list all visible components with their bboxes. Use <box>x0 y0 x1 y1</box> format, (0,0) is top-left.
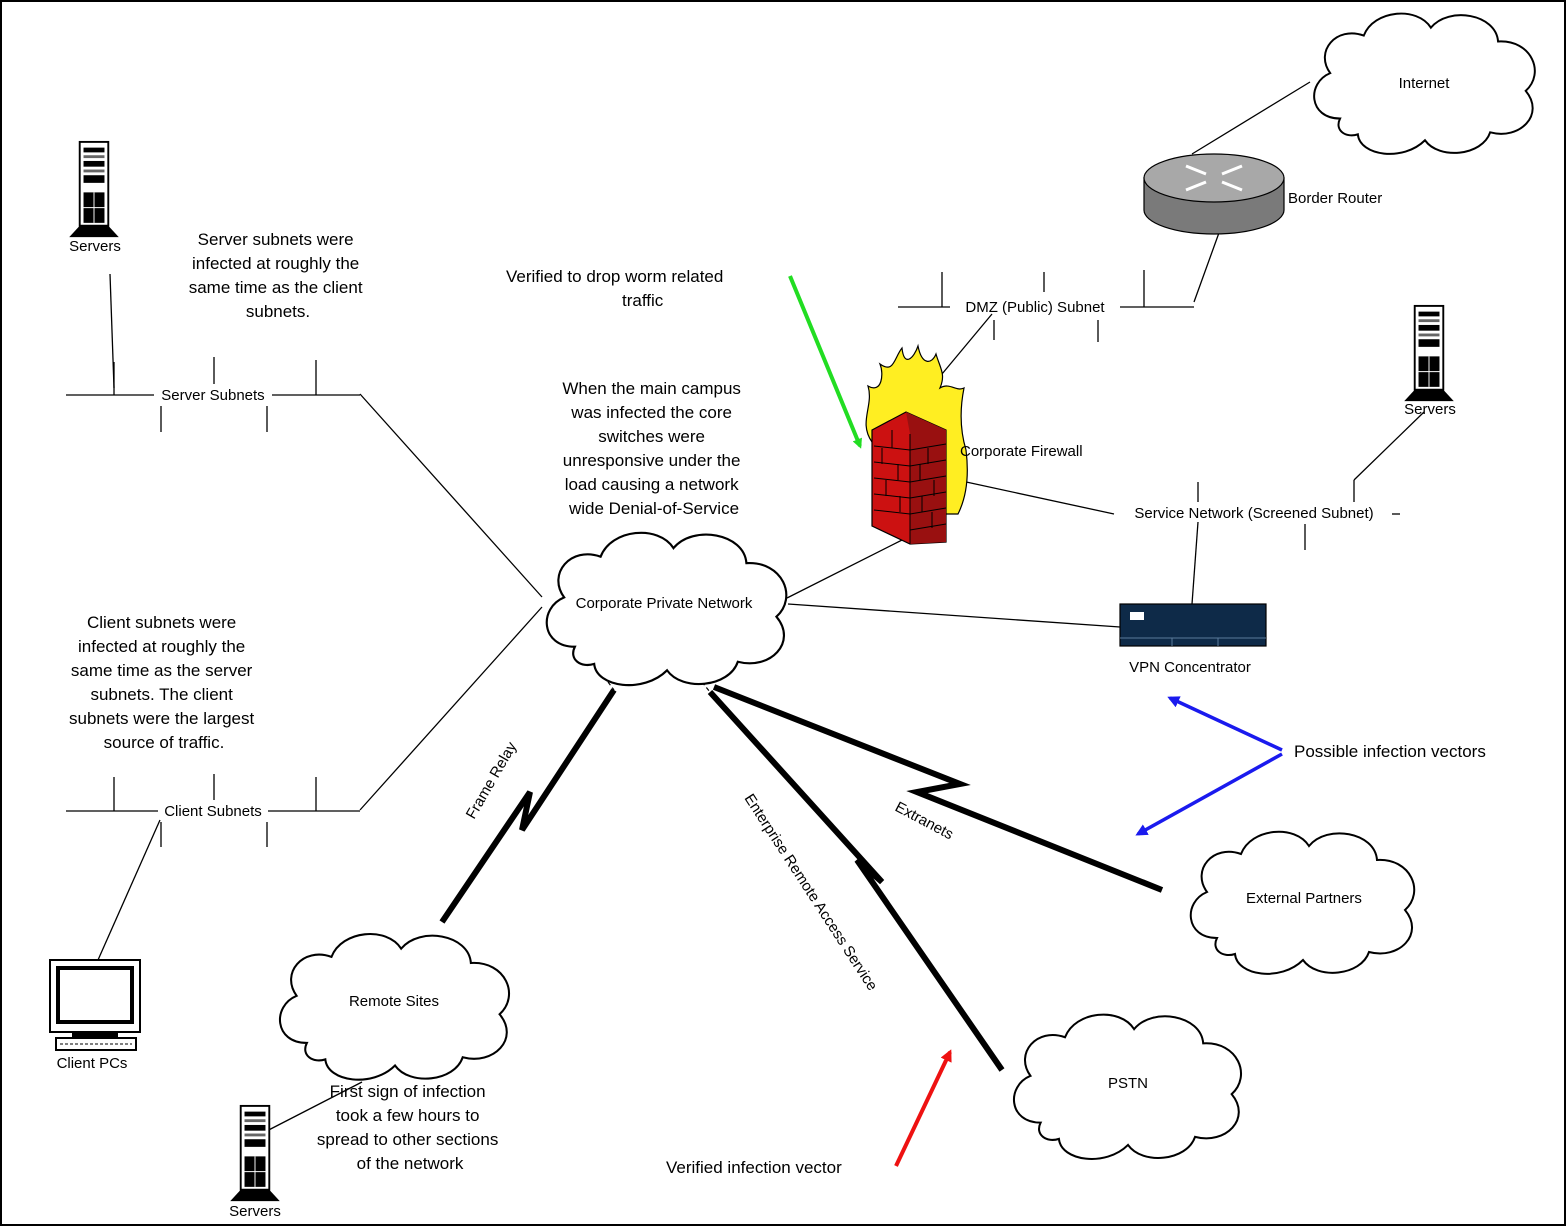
link-cpn-vpn <box>787 603 1121 628</box>
server-icon <box>68 140 120 239</box>
cloud-internet: Internet <box>1313 12 1536 155</box>
servers-bottom-label: Servers <box>229 1203 281 1220</box>
red-arrow <box>894 1049 952 1167</box>
link-servers-subnet <box>109 273 115 389</box>
frame-relay-label: Frame Relay <box>463 739 521 822</box>
link-server-subnets-cpn <box>359 393 543 598</box>
servers-top-left-label: Servers <box>69 238 121 255</box>
service-network-label: Service Network (Screened Subnet) <box>1134 505 1373 522</box>
router-arrows-icon <box>1185 164 1243 192</box>
links <box>97 81 1425 1137</box>
servers-bottom: Servers <box>229 1104 281 1220</box>
server-icon <box>229 1104 281 1203</box>
border-router: Border Router <box>1143 153 1382 235</box>
verified-vector-note: Verified infection vector <box>666 1158 842 1177</box>
cloud-pstn: PSTN <box>1012 1013 1243 1161</box>
server-note: Server subnets were infected at roughly … <box>189 230 368 321</box>
vpn-concentrator: VPN Concentrator <box>1119 603 1267 676</box>
servers-right-label: Servers <box>1404 401 1456 418</box>
firewall-label: Corporate Firewall <box>960 443 1083 460</box>
servers-top-left: Servers <box>68 140 121 255</box>
frame-relay-link <box>439 688 617 924</box>
client-subnets-label: Client Subnets <box>164 803 262 820</box>
pstn-label: PSTN <box>1108 1075 1148 1092</box>
cpn-label: Corporate Private Network <box>576 595 753 612</box>
corporate-firewall: Corporate Firewall <box>865 343 1083 545</box>
possible-vectors-note: Possible infection vectors <box>1294 742 1486 761</box>
brick-pattern <box>873 430 947 544</box>
remote-sites-label: Remote Sites <box>349 993 439 1010</box>
campus-note: When the main campus was infected the co… <box>562 379 745 518</box>
blue-arrow-partners <box>1135 752 1283 836</box>
external-partners-label: External Partners <box>1246 890 1362 907</box>
remote-note: First sign of infection took a few hours… <box>317 1082 503 1173</box>
link-client-subnets-cpn <box>359 606 543 811</box>
dmz-subnet-label: DMZ (Public) Subnet <box>965 299 1105 316</box>
link-service-servers <box>1353 411 1425 481</box>
green-arrow <box>788 275 862 449</box>
extranets-link <box>712 684 1164 893</box>
cloud-corporate-private-network: Corporate Private Network <box>545 531 788 687</box>
wan-links <box>439 684 1164 1072</box>
link-service-vpn <box>1191 521 1199 605</box>
firewall-note: Verified to drop worm related traffic <box>506 267 728 310</box>
border-router-label: Border Router <box>1288 190 1382 207</box>
link-router-dmz <box>1193 229 1221 303</box>
link-client-pcs-subnet <box>97 819 161 961</box>
remote-access-link <box>707 689 1005 1072</box>
cloud-external-partners: External Partners <box>1189 830 1416 975</box>
client-note: Client subnets were infected at roughly … <box>69 613 259 752</box>
servers-right: Servers <box>1403 304 1456 418</box>
client-pcs-label: Client PCs <box>57 1055 128 1072</box>
blue-arrow-vpn <box>1167 696 1283 752</box>
cloud-remote-sites: Remote Sites <box>278 932 511 1081</box>
link-dmz-firewall <box>941 313 993 375</box>
server-icon <box>1403 304 1455 403</box>
internet-label: Internet <box>1399 75 1451 92</box>
link-firewall-cpn <box>786 536 909 599</box>
subnet-backbones <box>66 270 1400 847</box>
link-firewall-service <box>956 479 1115 515</box>
remote-access-label: Enterprise Remote Access Service <box>741 791 881 994</box>
vpn-label: VPN Concentrator <box>1129 659 1251 676</box>
server-subnets-label: Server Subnets <box>161 387 264 404</box>
link-remote-servers <box>256 1081 363 1137</box>
link-internet-router <box>1191 81 1311 155</box>
vpn-logo-icon <box>1130 612 1144 620</box>
client-pcs: Client PCs <box>49 959 141 1072</box>
